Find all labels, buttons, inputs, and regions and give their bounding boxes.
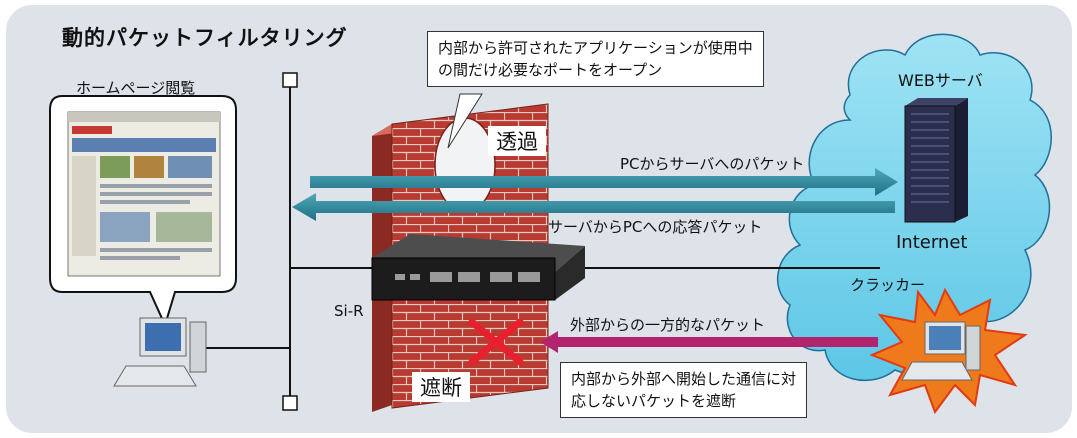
arrow-to-server-label: PCからサーバへのパケット <box>620 155 805 173</box>
lan-terminator-top <box>282 72 298 88</box>
lan-terminator-bottom <box>282 395 298 411</box>
pass-label: 透過 <box>488 126 546 156</box>
wall-hole <box>434 117 496 213</box>
diagram-title: 動的パケットフィルタリング <box>62 26 348 50</box>
router-side <box>555 246 585 300</box>
cracker-label: クラッカー <box>850 276 926 294</box>
arrow-to-server <box>310 168 898 196</box>
arrow-attack <box>540 331 878 353</box>
router-label: Si-R <box>334 302 364 320</box>
note-block: 内部から外部へ開始した通信に対 応しないパケットを遮断 <box>560 362 808 418</box>
local-pc-icon <box>113 317 207 387</box>
arrow-attack-label: 外部からの一方的なパケット <box>570 316 766 334</box>
internet-label: Internet <box>896 232 968 253</box>
blocked-cross-icon <box>468 318 524 366</box>
note-block-line1: 内部から外部へ開始した通信に対 <box>571 370 797 388</box>
note-block-line2: 応しないパケットを遮断 <box>571 392 737 410</box>
note-port-open: 内部から許可されたアプリケーションが使用中 の間だけ必要なポートをオープン <box>427 31 764 87</box>
arrow-from-server-label: サーバからPCへの応答パケット <box>548 218 763 236</box>
note-port-open-line1: 内部から許可されたアプリケーションが使用中 <box>438 39 753 57</box>
homepage-label: ホームページ閲覧 <box>76 79 196 97</box>
web-server-label: WEBサーバ <box>898 71 983 90</box>
note-port-open-line2: の間だけ必要なポートをオープン <box>438 61 663 79</box>
web-server-icon <box>904 98 968 223</box>
browser-screenshot <box>67 111 221 277</box>
block-label: 遮断 <box>412 372 470 402</box>
arrow-from-server <box>292 193 895 221</box>
router-ports <box>395 272 540 282</box>
cracker-pc-icon <box>901 321 981 381</box>
